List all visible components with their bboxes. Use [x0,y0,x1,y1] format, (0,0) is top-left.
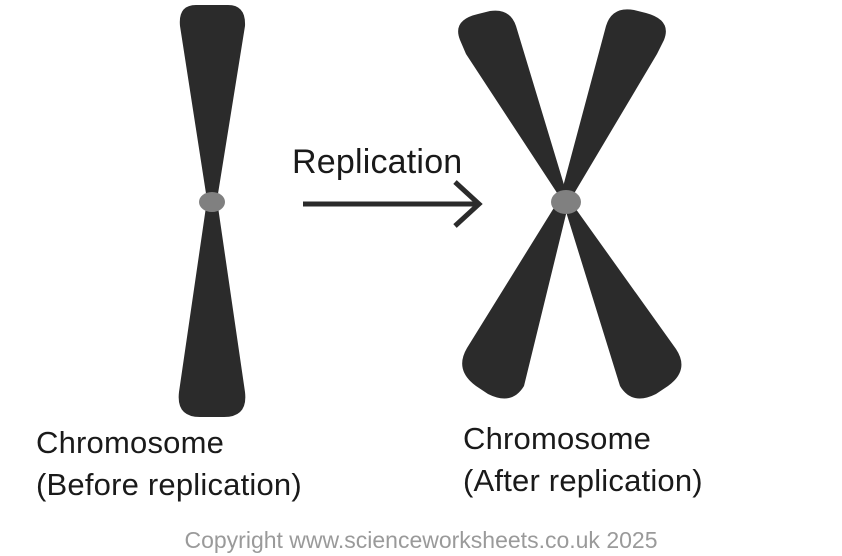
before-chromosome-name: Chromosome [36,425,225,460]
arrow-head [453,180,483,228]
centromere-after [551,190,581,214]
label-before-replication: Chromosome (Before replication) [36,422,302,506]
before-chromosome-state: (Before replication) [36,467,302,502]
replication-label: Replication [292,143,463,181]
label-after-replication: Chromosome (After replication) [463,418,703,502]
after-chromosome-state: (After replication) [463,463,703,498]
after-chromosome-name: Chromosome [463,421,652,456]
chromosome-after-replication [458,9,682,399]
chromosome-before-replication [178,5,246,417]
copyright-notice: Copyright www.scienceworksheets.co.uk 20… [184,527,658,553]
replication-arrow [303,180,483,228]
centromere-before [199,192,225,212]
